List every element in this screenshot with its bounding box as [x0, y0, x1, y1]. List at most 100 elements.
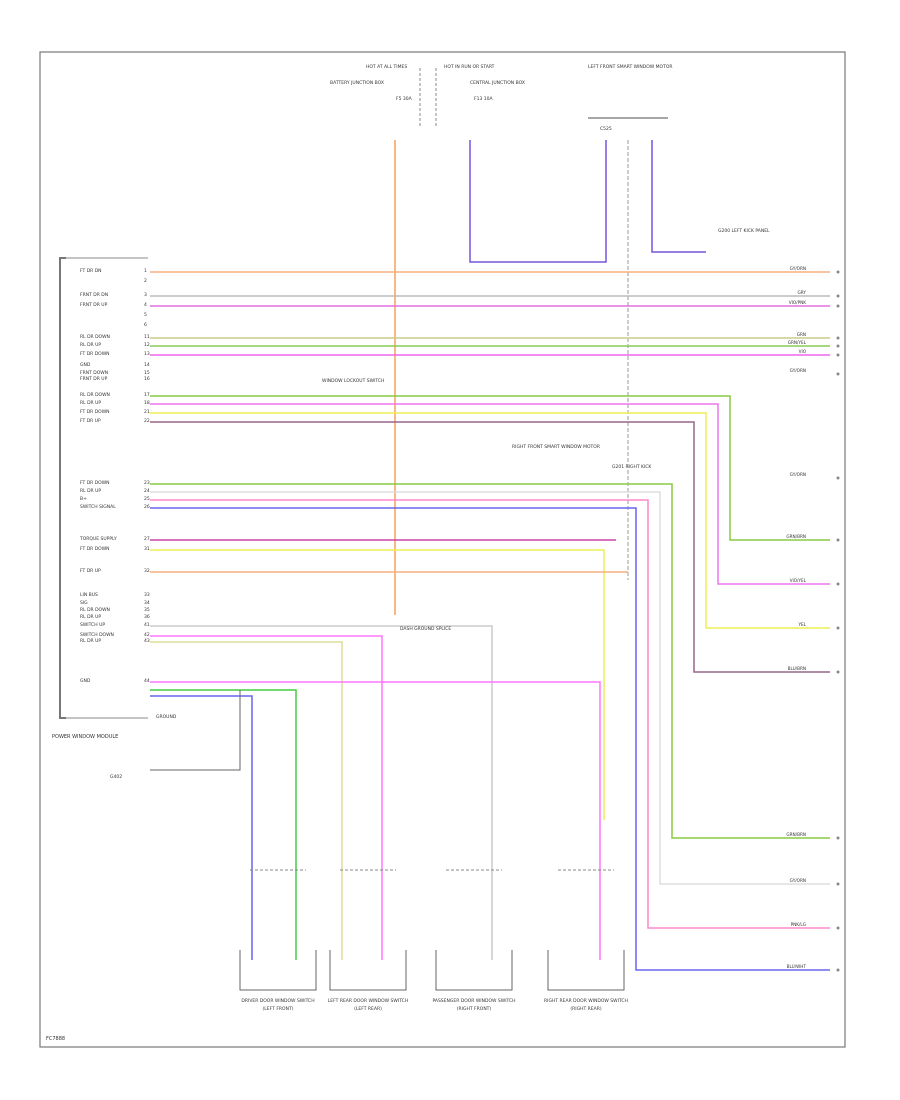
pin-number: 24: [144, 488, 150, 494]
window-switch: PASSENGER DOOR WINDOW SWITCH (RIGHT FRONT…: [432, 869, 516, 1012]
switch-sublabel: (LEFT REAR): [354, 1006, 382, 1012]
module-wire: [150, 421, 830, 673]
module-wire: [150, 499, 830, 929]
pin-number: 31: [144, 546, 150, 552]
right-wire-label: GY/ORN: [790, 472, 806, 477]
switch-wire: [150, 641, 343, 960]
right-wire-label: VIO/YEL: [790, 578, 807, 583]
diagram-border: [39, 51, 846, 1048]
module-wire: [150, 395, 830, 541]
right-wire-label: GRN/BRN: [786, 534, 806, 539]
wire-endpoint: [836, 336, 840, 340]
module-wire: [150, 403, 830, 585]
wire-endpoint: [836, 344, 840, 348]
pin-number: 36: [144, 614, 150, 620]
wire-endpoint: [836, 670, 840, 674]
switch-sublabel: (RIGHT FRONT): [457, 1006, 492, 1012]
pin-label: FT DR DN: [80, 268, 102, 274]
module-wire: [150, 491, 830, 885]
pin-number: 11: [144, 334, 150, 340]
feed-wire-purple: [469, 140, 607, 263]
pin-number: 17: [144, 392, 150, 398]
switch-wire: [150, 681, 601, 960]
fuse-block: HOT AT ALL TIMES HOT IN RUN OR START BAT…: [330, 64, 525, 128]
switch-wire: [150, 625, 493, 960]
pin-number: 2: [144, 278, 147, 284]
pin-label: FT DR DOWN: [80, 409, 110, 415]
pin-label: RL DR UP: [80, 614, 101, 620]
module-wires: [150, 271, 830, 971]
pin-number: 3: [144, 292, 147, 298]
fuse-left-label: HOT AT ALL TIMES: [366, 64, 407, 70]
pin-number: 22: [144, 418, 150, 424]
right-wire-label: GRN/BRN: [786, 832, 806, 837]
fuse-right-fuse: F13 10A: [474, 96, 493, 102]
wire-endpoint: [836, 926, 840, 930]
pin-label: FRNT DOWN: [80, 370, 108, 376]
wire-endpoint: [836, 882, 840, 886]
svg-text:G402: G402: [110, 774, 122, 780]
switch-wire: [150, 695, 253, 960]
right-wire-label: YEL: [797, 622, 806, 627]
pin-label: RL DR UP: [80, 638, 101, 644]
pin-number: 18: [144, 400, 150, 406]
switch-wire: [150, 635, 383, 960]
window-switch: RIGHT REAR DOOR WINDOW SWITCH(RIGHT REAR…: [544, 869, 628, 1012]
pin-number: 27: [144, 536, 150, 542]
module-label: POWER WINDOW MODULE: [52, 734, 118, 740]
right-wire-label: GRY: [798, 290, 807, 295]
module-wire: [150, 549, 605, 820]
switch-label: DRIVER DOOR WINDOW SWITCH: [241, 998, 314, 1004]
pin-label: GND: [80, 362, 91, 368]
right-motor-label: RIGHT FRONT SMART WINDOW MOTOR: [512, 444, 600, 450]
pin-label: RL DR UP: [80, 400, 101, 406]
pin-number: 1: [144, 268, 147, 274]
module-ground-label: GROUND: [156, 714, 177, 720]
pin-label: FT DR UP: [80, 418, 101, 424]
pin-number: 34: [144, 600, 150, 606]
switch-label: PASSENGER DOOR WINDOW SWITCH: [432, 998, 515, 1004]
pin-number: 4: [144, 302, 147, 308]
pin-label: RL DR DOWN: [80, 334, 110, 340]
window-switch: LEFT REAR DOOR WINDOW SWITCH (LEFT REAR): [328, 869, 408, 1012]
top-module-ground: G200 LEFT KICK PANEL: [718, 228, 770, 234]
pin-label: B+: [80, 496, 87, 502]
pin-label: FT DR DOWN: [80, 546, 110, 552]
pin-number: 42: [144, 632, 150, 638]
pin-label: SWITCH UP: [80, 622, 105, 628]
wire-endpoint: [836, 270, 840, 274]
wire-endpoint: [836, 372, 840, 376]
pin-number: 33: [144, 592, 150, 598]
right-wire-labels: GY/ORNGRYVIO/PNKGRNGRN/YELVIOGY/ORNGY/OR…: [786, 266, 840, 972]
pin-label: SWITCH SIGNAL: [80, 504, 116, 510]
switch-label: LEFT REAR DOOR WINDOW SWITCH: [328, 998, 408, 1004]
pin-label: FRNT DR UP: [80, 302, 108, 308]
pin-number: 43: [144, 638, 150, 644]
right-wire-label: GY/ORN: [790, 878, 806, 883]
switch-label: RIGHT REAR DOOR WINDOW SWITCH: [544, 998, 628, 1004]
right-wire-label: VIO/PNK: [789, 300, 806, 305]
pin-label: SWITCH DOWN: [80, 632, 114, 638]
pin-label: FT DR DOWN: [80, 351, 110, 357]
switch-sublabel: (LEFT FRONT): [263, 1006, 294, 1012]
pin-label: FRNT DR UP: [80, 376, 108, 382]
right-wire-label: BLU/BRN: [788, 666, 806, 671]
pin-label: RL DR DOWN: [80, 392, 110, 398]
lock-switch-label: WINDOW LOCKOUT SWITCH: [322, 378, 384, 384]
pin-label: GND: [80, 678, 91, 684]
pin-label: FT DR DOWN: [80, 480, 110, 486]
fuse-left-desc: BATTERY JUNCTION BOX: [330, 80, 384, 86]
wire-endpoint: [836, 538, 840, 542]
module-wire: [150, 507, 830, 971]
pin-number: 15: [144, 370, 150, 376]
fuse-right-desc: CENTRAL JUNCTION BOX: [470, 80, 525, 86]
right-wire-label: GY/ORN: [790, 368, 806, 373]
wire-endpoint: [836, 353, 840, 357]
wire-endpoint: [836, 968, 840, 972]
feed-wire-ground: [651, 140, 706, 253]
top-module-label: LEFT FRONT SMART WINDOW MOTOR: [588, 64, 673, 70]
pin-label: LIN BUS: [80, 592, 98, 598]
fuse-left-fuse: F5 30A: [396, 96, 413, 102]
